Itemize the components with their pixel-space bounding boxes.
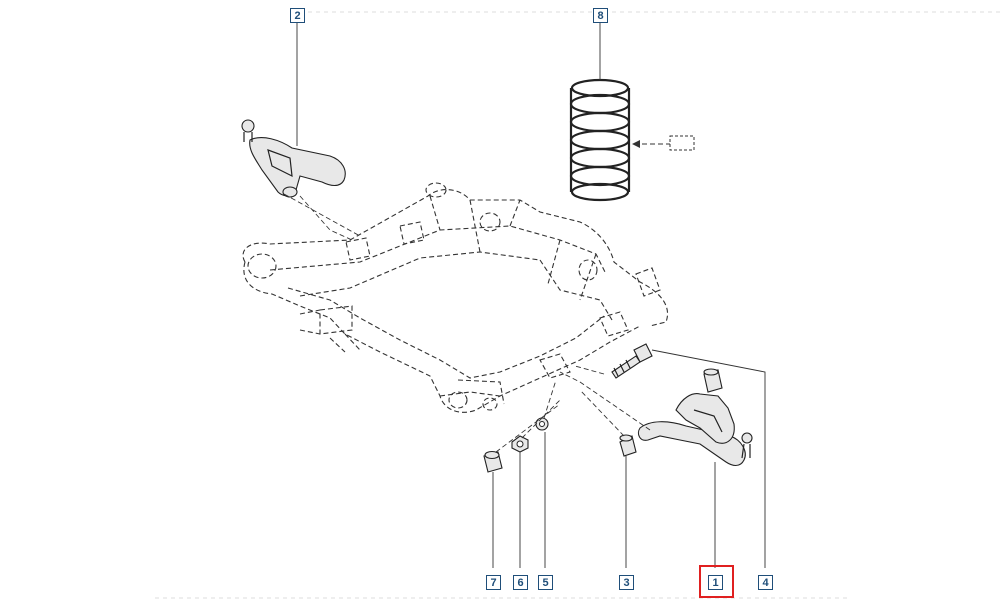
bush-7 [483,450,503,473]
callout-leaders [296,23,766,568]
callout-1-highlight [699,565,734,598]
callout-4[interactable]: 4 [758,575,773,590]
washer-5 [535,417,549,431]
assembly-lines [283,193,651,453]
subframe [242,182,668,413]
callout-2[interactable]: 2 [290,8,305,23]
coil-spring [569,78,631,202]
spring-reference-arrow [632,135,695,151]
callout-3[interactable]: 3 [619,575,634,590]
bolt [611,343,653,379]
upper-control-arm [241,119,346,198]
callout-7[interactable]: 7 [486,575,501,590]
lower-control-arm [637,393,753,467]
bush [619,434,637,457]
nut-6 [511,435,529,453]
arm-bush [703,368,723,393]
callout-8[interactable]: 8 [593,8,608,23]
callout-5[interactable]: 5 [538,575,553,590]
callout-6[interactable]: 6 [513,575,528,590]
callout-1[interactable]: 1 [708,575,723,590]
